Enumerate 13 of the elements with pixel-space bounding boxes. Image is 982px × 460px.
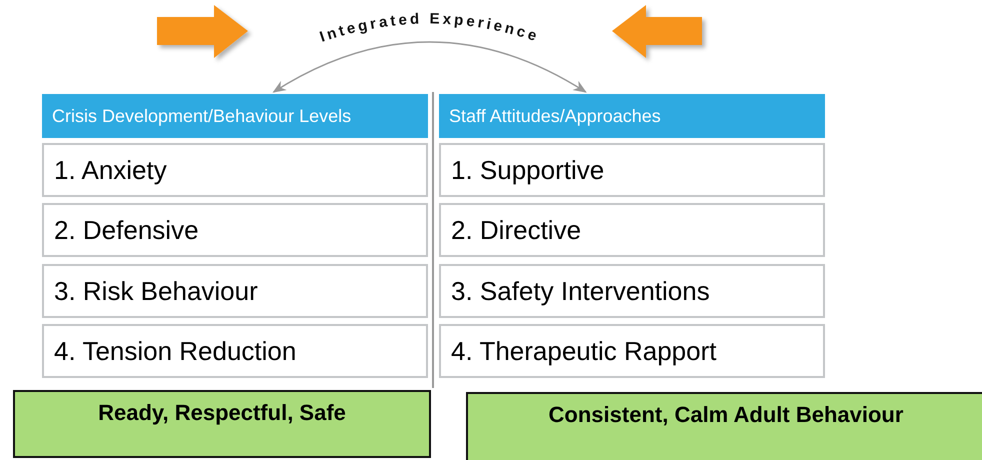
column-header: Staff Attitudes/Approaches: [439, 94, 825, 138]
summary-box: Consistent, Calm Adult Behaviour: [466, 392, 982, 460]
list-item-box: 2. Directive: [439, 203, 825, 257]
list-item-box: 1. Supportive: [439, 143, 825, 197]
list-item-box: 3. Safety Interventions: [439, 264, 825, 318]
list-item-box: 2. Defensive: [42, 203, 428, 257]
list-item-box: 3. Risk Behaviour: [42, 264, 428, 318]
summary-box: Ready, Respectful, Safe: [13, 390, 431, 458]
list-item-box: 1. Anxiety: [42, 143, 428, 197]
curved-arrow: [272, 41, 587, 93]
list-item-box: 4. Therapeutic Rapport: [439, 324, 825, 378]
list-item-box: 4. Tension Reduction: [42, 324, 428, 378]
column-header: Crisis Development/Behaviour Levels: [42, 94, 428, 138]
